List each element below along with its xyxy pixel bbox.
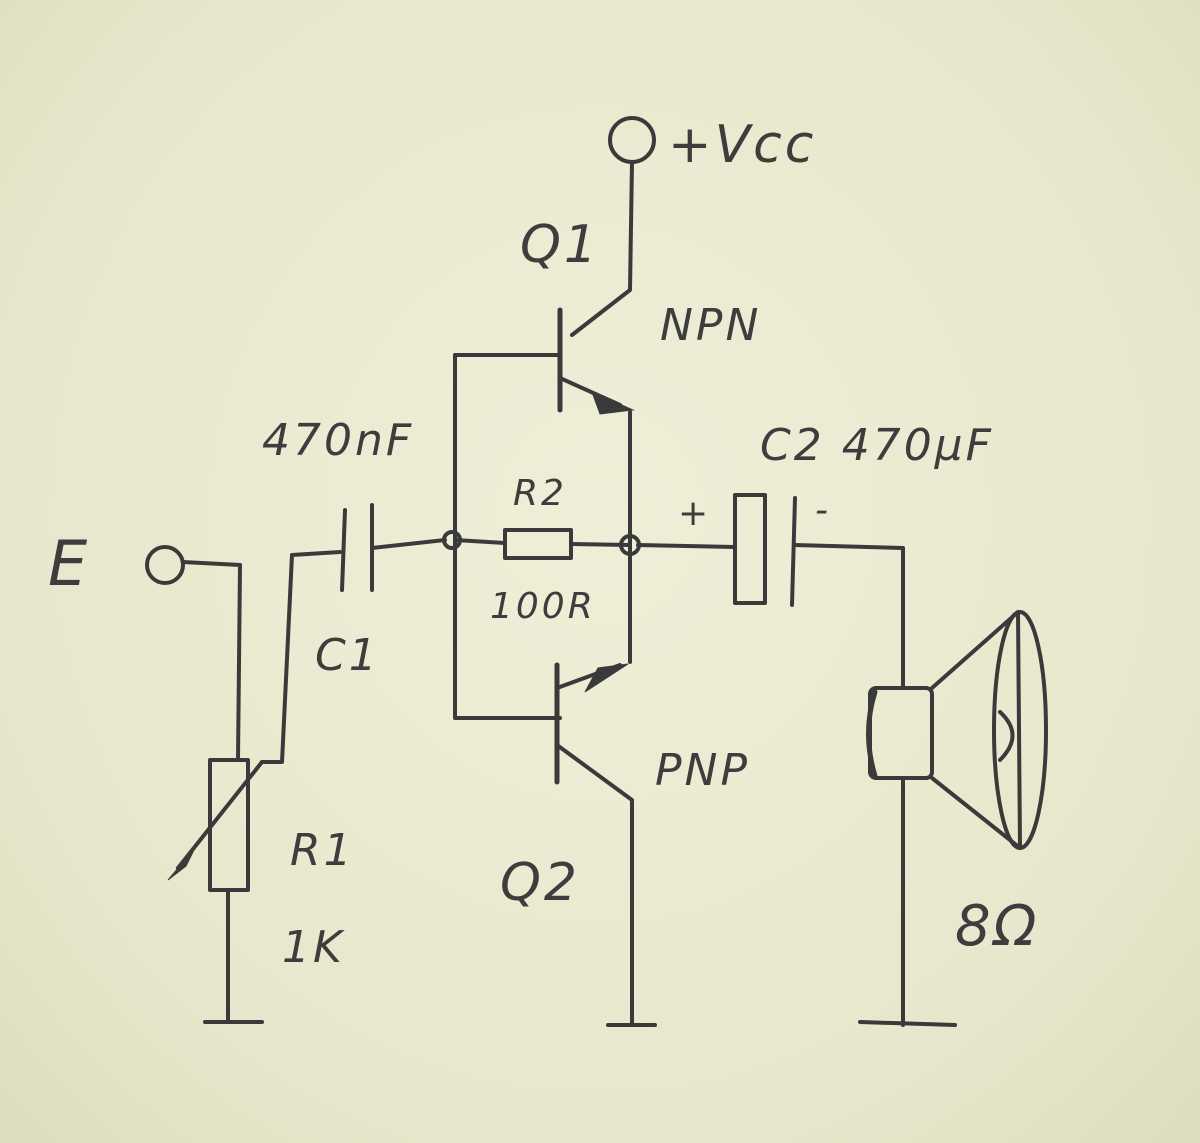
r2-label: R2 bbox=[513, 473, 567, 514]
c1-capacitor bbox=[340, 503, 447, 592]
q1-label: Q1 bbox=[520, 215, 600, 275]
input-terminal bbox=[145, 545, 242, 762]
r1-potentiometer bbox=[167, 550, 342, 1024]
input-label: E bbox=[48, 527, 90, 600]
c1-label: C1 bbox=[315, 630, 380, 681]
c2-capacitor bbox=[636, 493, 905, 690]
r2-resistor bbox=[453, 528, 632, 560]
speaker-impedance-label: 8Ω bbox=[955, 894, 1039, 959]
r1-label: R1 bbox=[290, 825, 355, 876]
pnp-label: PNP bbox=[655, 745, 750, 796]
base-rail bbox=[453, 353, 562, 720]
c2-plus-label: + bbox=[678, 493, 711, 534]
q1-npn-transistor bbox=[453, 307, 635, 547]
speaker-ground bbox=[858, 1020, 957, 1027]
vcc-terminal bbox=[570, 116, 656, 337]
c1-value-label: 470nF bbox=[262, 415, 414, 466]
npn-label: NPN bbox=[660, 300, 761, 351]
c2-minus-label: - bbox=[815, 490, 831, 531]
c2-label: C2 470µF bbox=[760, 420, 994, 471]
r1-value-label: 1K bbox=[282, 922, 345, 973]
speaker bbox=[858, 610, 1048, 1027]
vcc-label: +Vcc bbox=[668, 115, 816, 175]
q2-pnp-transistor bbox=[554, 543, 657, 1027]
r2-value-label: 100R bbox=[490, 586, 596, 627]
q2-label: Q2 bbox=[500, 853, 580, 913]
